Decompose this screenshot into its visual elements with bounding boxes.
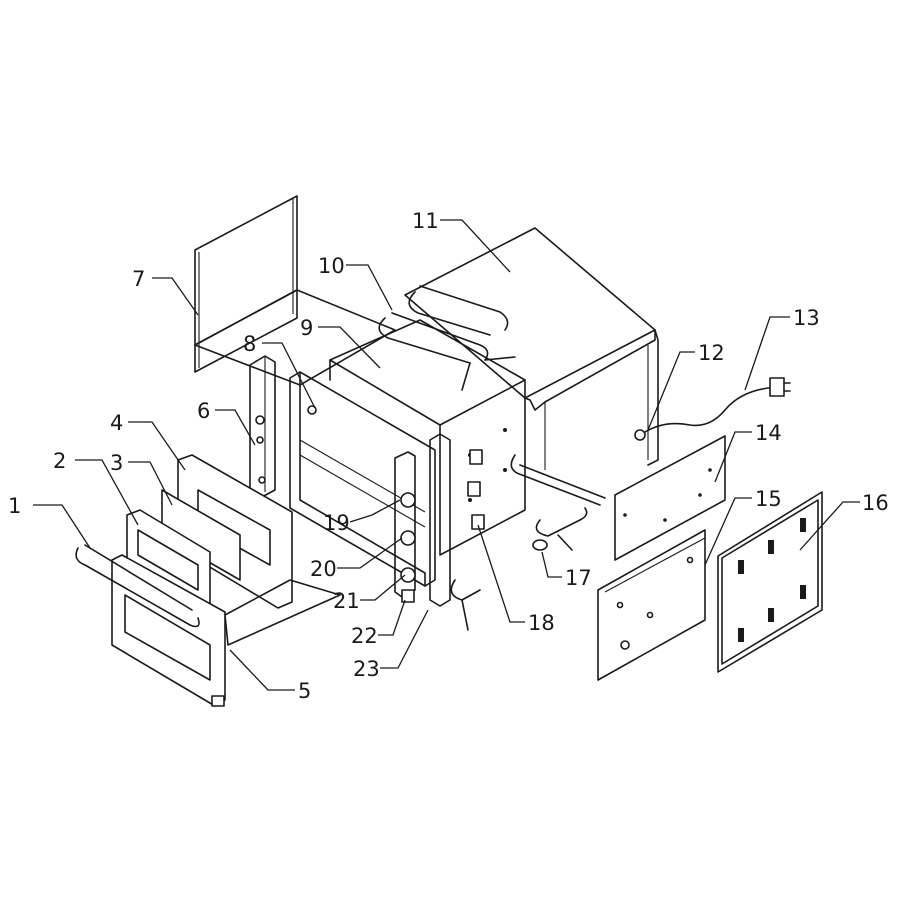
part-13-power-cord (634, 377, 791, 441)
callout-15: 15 (755, 487, 782, 511)
callout-10: 10 (318, 254, 345, 278)
callout-20: 20 (310, 557, 337, 581)
callout-7: 7 (132, 267, 145, 291)
callout-12: 12 (698, 341, 725, 365)
part-11-top-cover (404, 227, 659, 470)
callout-4: 4 (110, 411, 123, 435)
part-1-door (75, 544, 226, 707)
part-lower-heating-element (450, 454, 606, 631)
callout-14: 14 (755, 421, 782, 445)
callout-3: 3 (110, 451, 123, 475)
part-6-hinge-bracket (249, 355, 276, 499)
callout-9: 9 (300, 316, 313, 340)
callout-6: 6 (197, 399, 210, 423)
part-18-thermostat (467, 449, 485, 530)
callout-5: 5 (298, 679, 311, 703)
callout-13: 13 (793, 306, 820, 330)
callout-11: 11 (412, 209, 439, 233)
part-14-rear-panel (614, 435, 726, 561)
callout-labels: 1 2 3 4 5 6 7 8 9 10 11 12 13 14 15 16 1… (8, 209, 889, 703)
part-17-foot (532, 539, 548, 551)
callout-16: 16 (862, 491, 889, 515)
part-15-back-cover (597, 529, 706, 681)
part-control-panel (394, 433, 451, 607)
callout-19: 19 (323, 511, 350, 535)
callout-8: 8 (243, 332, 256, 356)
callout-18: 18 (528, 611, 555, 635)
leader-lines (33, 219, 860, 691)
callout-22: 22 (351, 624, 378, 648)
callout-1: 1 (8, 494, 21, 518)
part-16-vented-panel (717, 491, 823, 673)
part-7-side-panel (194, 195, 396, 386)
callout-2: 2 (53, 449, 66, 473)
callout-21: 21 (333, 589, 360, 613)
part-5-crumb-tray (224, 579, 341, 646)
part-3-door-glass (161, 489, 241, 581)
callout-17: 17 (565, 566, 592, 590)
part-9-oven-cavity (329, 319, 526, 556)
part-8-front-frame (289, 371, 436, 587)
part-10-top-heating-element (378, 285, 516, 391)
callout-23: 23 (353, 657, 380, 681)
